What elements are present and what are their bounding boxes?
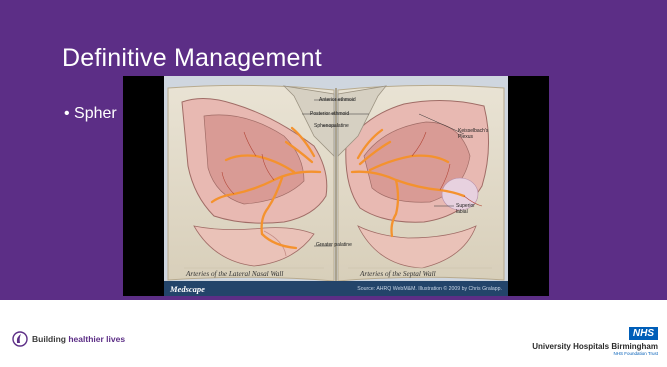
nhs-logo: NHS	[629, 327, 658, 340]
slide-title: Definitive Management	[62, 44, 322, 73]
label-greater-palatine: Greater palatine	[316, 242, 352, 248]
label-anterior-ethmoid: Anterior ethmoid	[319, 97, 356, 103]
label-superior-labial: Superior labial	[456, 203, 482, 215]
nasal-arteries-drawing	[164, 76, 508, 296]
footer-tagline: Building healthier lives	[32, 334, 125, 344]
building-logo-icon	[12, 331, 28, 347]
bullet-point: • Spher	[64, 105, 117, 123]
medscape-logo: Medscape	[170, 284, 205, 294]
tagline-accent: healthier lives	[68, 334, 125, 344]
label-posterior-ethmoid: Posterior ethmoid	[310, 111, 349, 117]
illustration-credit: Source: AHRQ WebM&M. Illustration © 2009…	[357, 286, 502, 292]
label-kiesselbachs-plexus: Keisselbach's Plexus	[458, 128, 498, 140]
organisation-name: University Hospitals Birmingham	[532, 342, 658, 351]
nhs-organisation-block: NHS University Hospitals Birmingham NHS …	[532, 323, 658, 356]
footer-brand: Building healthier lives	[12, 331, 125, 347]
caption-septal-wall: Arteries of the Septal Wall	[360, 270, 436, 278]
caption-lateral-wall: Arteries of the Lateral Nasal Wall	[186, 270, 283, 278]
anatomy-illustration: Anterior ethmoid Posterior ethmoid Sphen…	[164, 76, 508, 296]
publisher-bar: Medscape Source: AHRQ WebM&M. Illustrati…	[164, 281, 508, 296]
organisation-subtitle: NHS Foundation Trust	[532, 351, 658, 356]
tagline-prefix: Building	[32, 334, 68, 344]
label-sphenopalatine: Sphenopalatine	[314, 123, 349, 129]
